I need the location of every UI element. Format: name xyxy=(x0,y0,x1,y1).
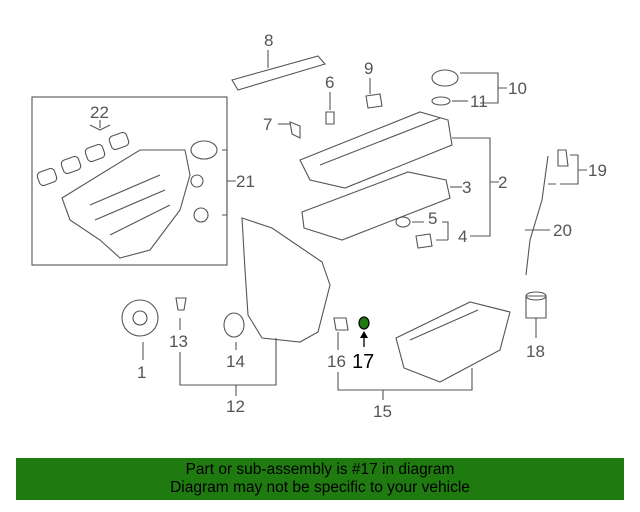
dipstick-shape xyxy=(548,149,569,185)
callout-18: 18 xyxy=(526,342,545,361)
callout-15: 15 xyxy=(373,402,392,421)
callout-22: 22 xyxy=(90,103,109,122)
crank-pulley-shape xyxy=(121,299,159,337)
callout-11: 11 xyxy=(470,92,488,111)
oil-filter-top xyxy=(525,291,547,301)
callout-21-leader xyxy=(222,149,236,216)
intake-manifold-inset-box xyxy=(31,96,228,266)
callout-7: 7 xyxy=(263,115,272,134)
callout-17-arrow-icon xyxy=(360,331,368,338)
callout-19: 19 xyxy=(588,161,607,180)
callout-13: 13 xyxy=(169,332,188,351)
notice-banner: Part or sub-assembly is #17 in diagram D… xyxy=(16,458,624,500)
callout-9: 9 xyxy=(364,59,373,78)
callout-1: 1 xyxy=(137,363,146,382)
callout-4: 4 xyxy=(458,227,467,246)
oil-cap-shape xyxy=(431,69,459,87)
drain-bolt-16-shape xyxy=(333,317,349,331)
timing-cover-shape xyxy=(241,217,331,343)
callout-10-bracket xyxy=(460,72,507,104)
dipstick-tube-shape xyxy=(525,155,549,276)
callout-15-bracket xyxy=(337,368,473,400)
cover-gasket-shape xyxy=(301,171,451,241)
callout-22-leader xyxy=(89,120,111,131)
oil-pan-shape xyxy=(395,301,511,383)
callout-5: 5 xyxy=(428,209,437,228)
sensor-4-shape xyxy=(415,233,433,249)
callout-16: 16 xyxy=(327,352,346,371)
sensor-shape xyxy=(190,174,204,188)
callout-2-bracket xyxy=(452,137,499,237)
sensor-9-shape xyxy=(365,93,383,109)
callout-12: 12 xyxy=(226,397,245,416)
throttle-gasket-shape xyxy=(190,140,218,160)
intake-manifold-shape xyxy=(61,149,191,259)
notice-line-2: Diagram may not be specific to your vehi… xyxy=(170,479,470,496)
seal-5-shape xyxy=(395,216,411,228)
callout-2: 2 xyxy=(498,173,507,192)
oil-filter-shape xyxy=(525,295,547,319)
callout-12-bracket xyxy=(179,338,277,396)
clip-6-shape xyxy=(325,111,335,125)
intake-gaskets-shape xyxy=(36,131,130,187)
cover-strip-shape xyxy=(231,55,326,91)
callout-3: 3 xyxy=(462,178,471,197)
part-17-drain-gasket[interactable] xyxy=(358,316,370,330)
callout-21: 21 xyxy=(236,172,255,191)
callout-17[interactable]: 17 xyxy=(352,351,374,373)
seal-14-shape xyxy=(223,312,245,338)
callout-4-bracket xyxy=(412,221,449,241)
callout-6: 6 xyxy=(325,73,334,92)
valve-cover-shape xyxy=(299,111,453,189)
seal-ring-shape xyxy=(193,207,209,223)
callout-19-bracket xyxy=(560,154,587,185)
callout-14: 14 xyxy=(226,352,245,371)
cap-seal-shape xyxy=(431,96,451,106)
bolt-13-shape xyxy=(175,297,187,311)
bracket-7-shape xyxy=(289,121,301,139)
callout-10: 10 xyxy=(508,79,527,98)
notice-line-1: Part or sub-assembly is #17 in diagram xyxy=(185,461,455,478)
callout-20: 20 xyxy=(553,221,572,240)
engine-parts-diagram: 1 2 3 4 5 6 7 8 9 10 11 12 13 14 15 16 1… xyxy=(31,31,607,421)
crank-pulley-hub xyxy=(132,310,148,326)
callout-8: 8 xyxy=(264,31,273,50)
